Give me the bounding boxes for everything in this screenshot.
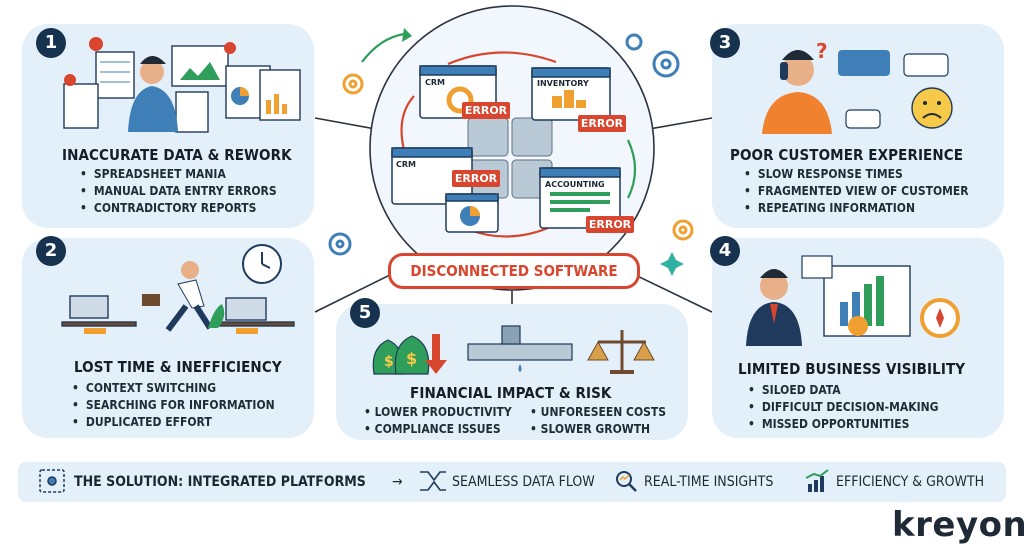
panel-number-badge: 3: [710, 28, 740, 58]
disconnected-software-banner: DISCONNECTED SOFTWARE: [388, 253, 640, 289]
error-badge: ERROR: [454, 172, 498, 185]
panel-bullet-list: SLOW RESPONSE TIMES FRAGMENTED VIEW OF C…: [744, 166, 969, 217]
growth-chart-icon: [805, 469, 829, 492]
svg-text:$: $: [384, 354, 394, 370]
list-item: • UNFORESEEN COSTS: [530, 405, 667, 419]
panel-bullet-list: SILOED DATA DIFFICULT DECISION-MAKING MI…: [748, 382, 939, 433]
benefit-seamless-data-flow: SEAMLESS DATA FLOW: [452, 474, 595, 490]
data-flow-icon: [420, 471, 446, 491]
list-item: • SLOWER GROWTH: [530, 422, 651, 436]
list-item: • LOWER PRODUCTIVITY: [364, 405, 512, 419]
list-item: DUPLICATED EFFORT: [72, 414, 275, 431]
panel-title: FINANCIAL IMPACT & RISK: [410, 384, 612, 402]
list-item: SILOED DATA: [748, 382, 939, 399]
brand-logo: kreyon: [892, 505, 1024, 545]
list-item: SPREADSHEET MANIA: [80, 166, 277, 183]
list-item: CONTRADICTORY REPORTS: [80, 200, 277, 217]
list-item: CONTEXT SWITCHING: [72, 380, 275, 397]
list-item: • COMPLIANCE ISSUES: [364, 422, 501, 436]
window-label-accounting: ACCOUNTING: [545, 180, 605, 189]
list-item: MISSED OPPORTUNITIES: [748, 416, 939, 433]
solution-bar: [18, 462, 1006, 502]
error-badge: ERROR: [580, 117, 624, 130]
panel-number-badge: 2: [36, 236, 66, 266]
panel-bullet-list: SPREADSHEET MANIA MANUAL DATA ENTRY ERRO…: [80, 166, 277, 217]
solution-label: THE SOLUTION: INTEGRATED PLATFORMS: [74, 474, 366, 490]
list-item: DIFFICULT DECISION-MAKING: [748, 399, 939, 416]
panel-title: POOR CUSTOMER EXPERIENCE: [730, 146, 964, 164]
panel-number-badge: 1: [36, 28, 66, 58]
panel-bullet-list: CONTEXT SWITCHING SEARCHING FOR INFORMAT…: [72, 380, 275, 431]
svg-text:?: ?: [816, 39, 828, 63]
benefit-real-time-insights: REAL-TIME INSIGHTS: [644, 474, 774, 490]
list-item: FRAGMENTED VIEW OF CUSTOMER: [744, 183, 969, 200]
window-label-crm-top: CRM: [425, 78, 445, 87]
window-label-inventory: INVENTORY: [537, 79, 589, 88]
panel-title: INACCURATE DATA & REWORK: [62, 146, 292, 164]
panel-title: LIMITED BUSINESS VISIBILITY: [738, 360, 966, 378]
error-badge: ERROR: [588, 218, 632, 231]
panel-number-badge: 5: [350, 298, 380, 328]
solution-arrow: →: [392, 474, 403, 490]
svg-text:$: $: [406, 349, 417, 368]
panel-title: LOST TIME & INEFFICIENCY: [74, 358, 282, 376]
list-item: MANUAL DATA ENTRY ERRORS: [80, 183, 277, 200]
magnifier-icon: [616, 471, 637, 492]
list-item: SEARCHING FOR INFORMATION: [72, 397, 275, 414]
network-icon: [39, 469, 65, 493]
panel-number-badge: 4: [710, 236, 740, 266]
list-item: SLOW RESPONSE TIMES: [744, 166, 969, 183]
benefit-efficiency-growth: EFFICIENCY & GROWTH: [836, 474, 985, 490]
error-badge: ERROR: [464, 104, 508, 117]
window-label-crm-left: CRM: [396, 160, 416, 169]
list-item: REPEATING INFORMATION: [744, 200, 969, 217]
